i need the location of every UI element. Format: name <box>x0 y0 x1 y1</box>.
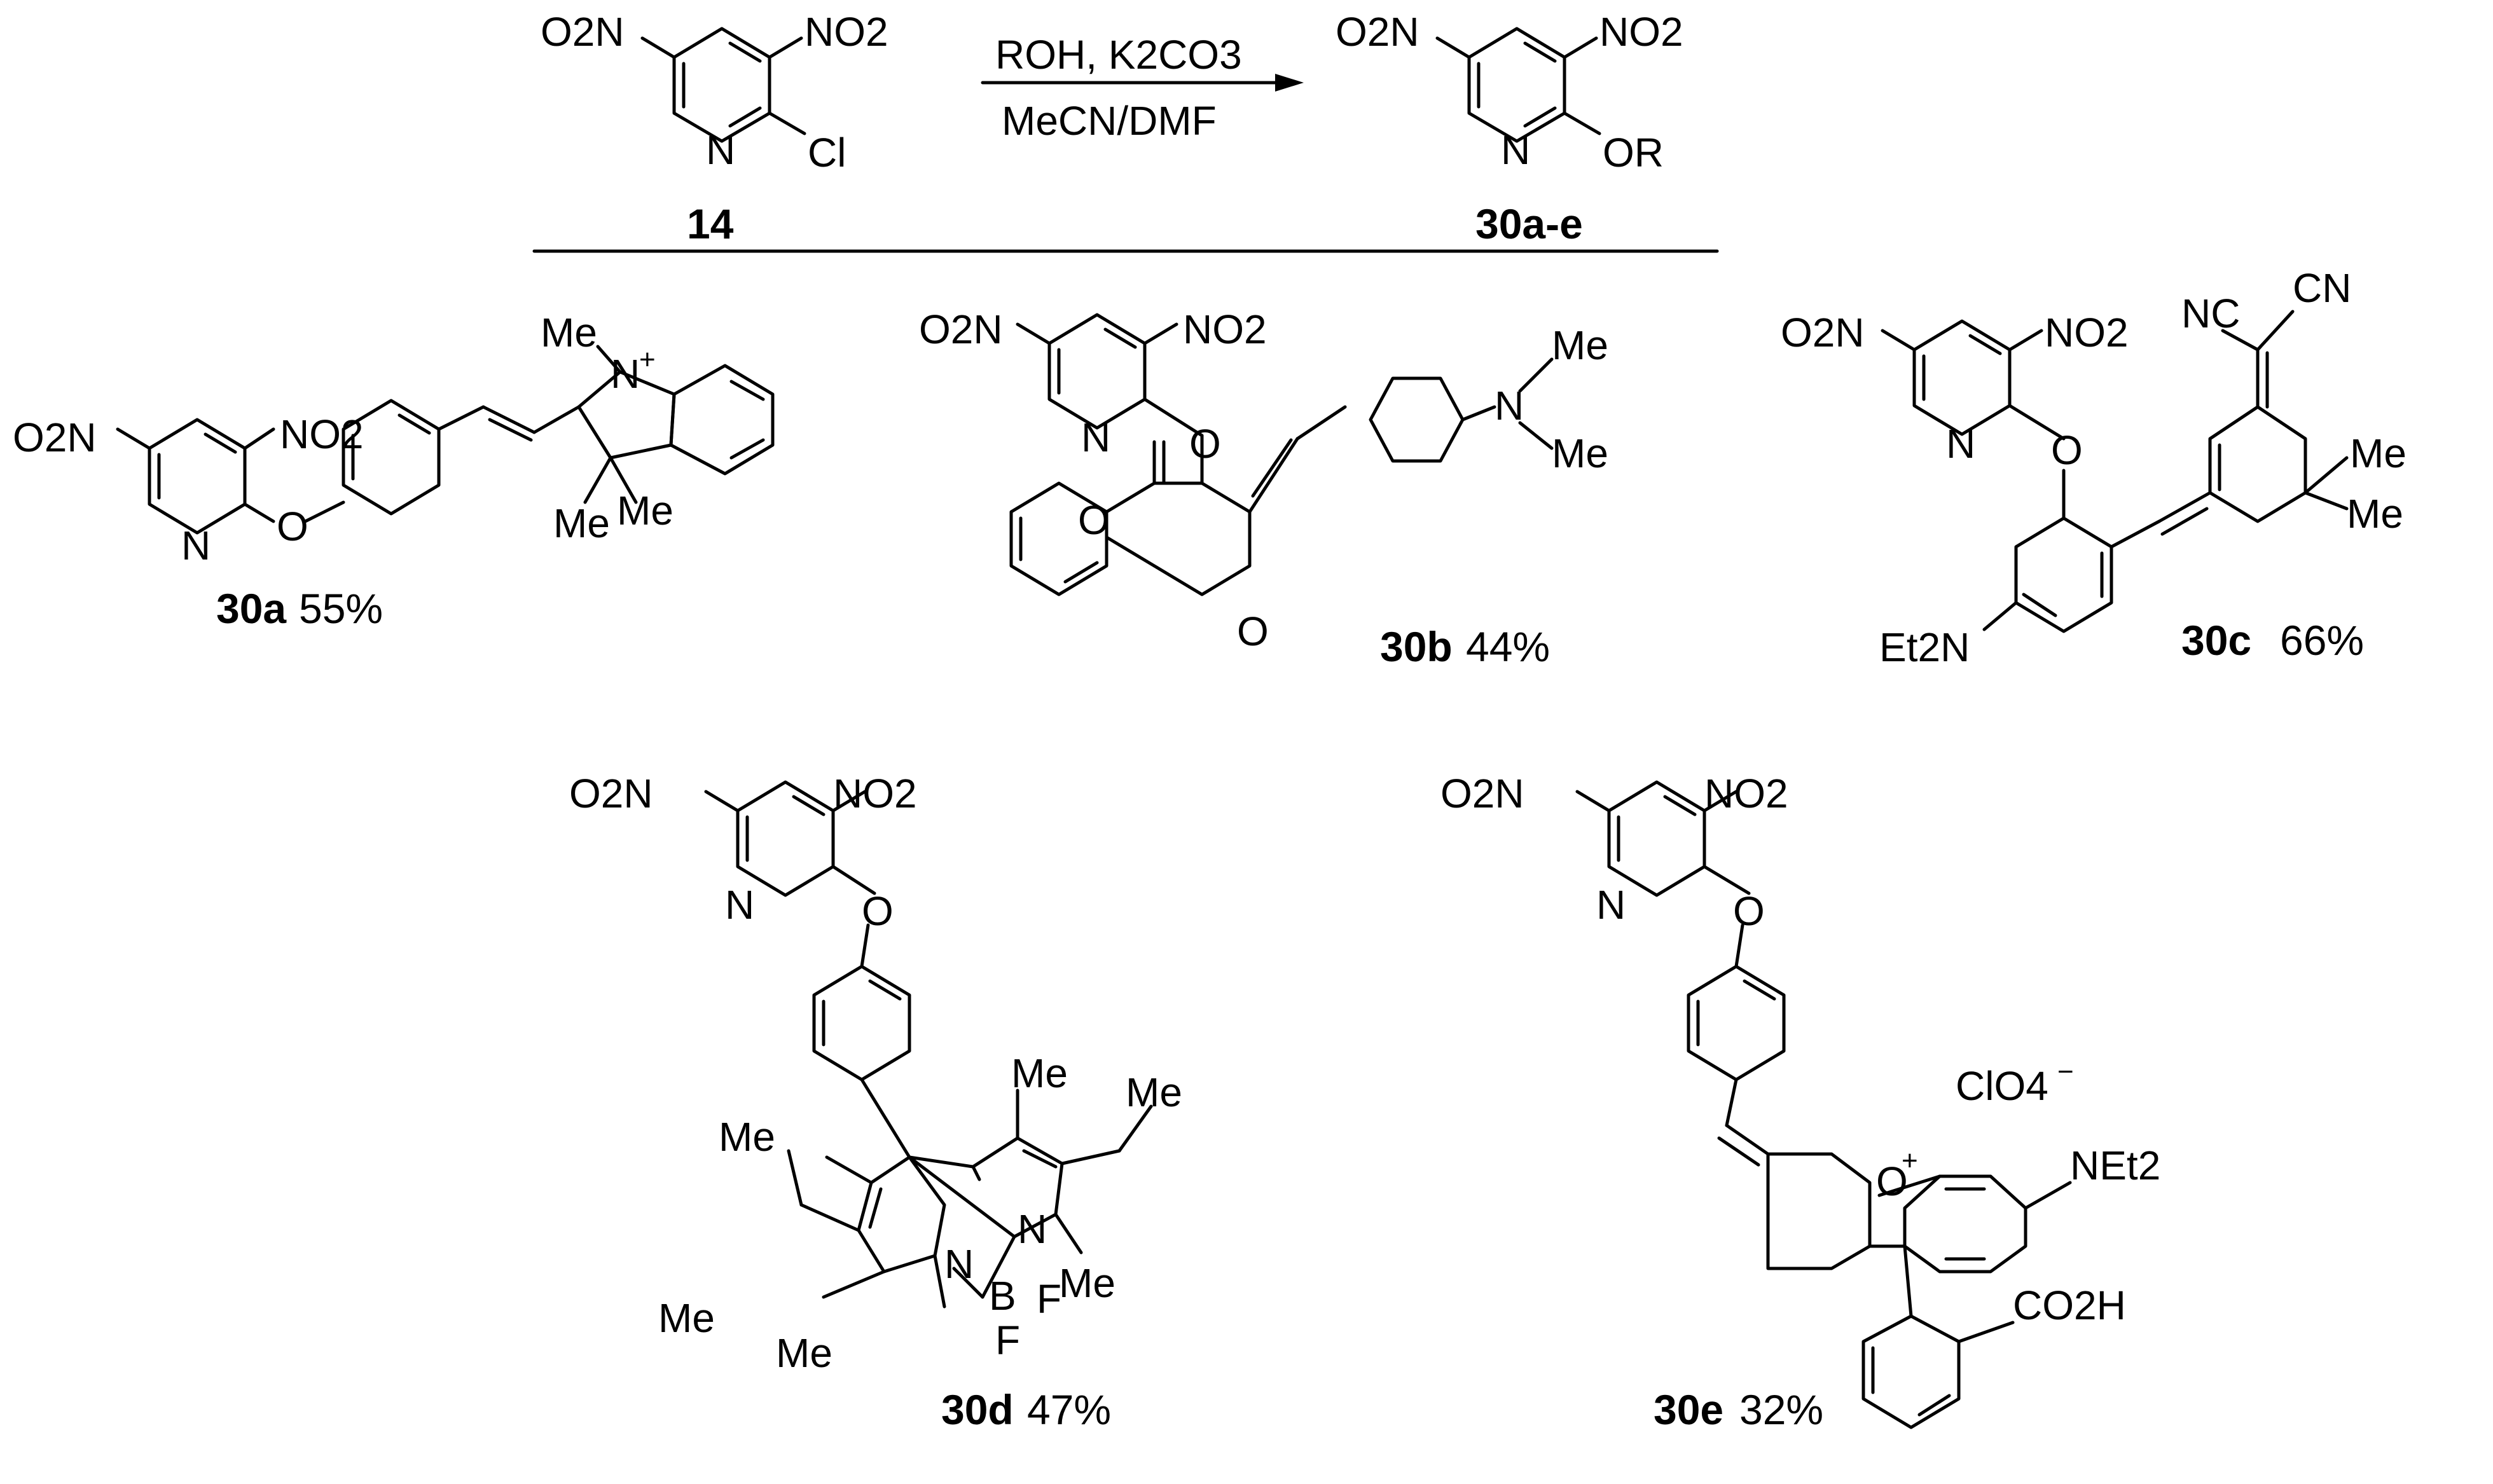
methyl-label: Me <box>776 1330 832 1376</box>
nitro-label: O2N <box>919 306 1003 352</box>
yield-label: 66% <box>2280 617 2364 664</box>
chloro-label: Cl <box>808 130 846 175</box>
compound-id: 30b <box>1380 623 1453 670</box>
methyl-label: Me <box>1059 1260 1115 1306</box>
nitro-label: O2N <box>569 771 653 816</box>
compound-30b: O2N NO2 N O O O N Me Me 30b 44% <box>919 306 1608 670</box>
chromone-o-label: O <box>1237 608 1269 654</box>
charge-minus-label: − <box>2057 1056 2074 1087</box>
compound-30d: O2N NO2 N O Me Me Me Me Me Me N N B F F … <box>569 771 1182 1433</box>
compound-id: 30e <box>1654 1386 1723 1433</box>
pyridine-n-label: N <box>1081 415 1110 460</box>
diethylamino-label: NEt2 <box>2070 1143 2160 1188</box>
perchlorate-label: ClO4 <box>1956 1063 2048 1109</box>
nitrile-label: CN <box>2293 265 2351 311</box>
nitro-label: NO2 <box>1183 306 1267 352</box>
reaction-arrow: ROH, K2CO3 MeCN/DMF <box>981 32 1304 144</box>
boron-label: B <box>989 1273 1016 1319</box>
methyl-label: Me <box>1126 1069 1182 1115</box>
pyridine-n-label: N <box>1596 882 1626 928</box>
nitro-label: O2N <box>1336 9 1419 55</box>
fluorine-label: F <box>995 1317 1020 1363</box>
compound-30c: O2N NO2 N O NC CN Me Me Et2N 30c 66% <box>1781 265 2407 670</box>
carboxylic-acid-label: CO2H <box>2013 1282 2126 1328</box>
methyl-label: Me <box>553 500 610 546</box>
compound-id: 30d <box>941 1386 1014 1433</box>
ether-o-label: O <box>2051 427 2083 473</box>
methyl-label: Me <box>541 310 597 355</box>
pyrrole-n-label: N <box>1018 1206 1047 1252</box>
product-30a-e: O2N NO2 N OR 30a-e <box>1336 9 1683 247</box>
nitrile-label: NC <box>2181 291 2240 336</box>
compound-id: 30a <box>216 585 287 632</box>
yield-label: 47% <box>1027 1386 1111 1433</box>
ether-o-label: O <box>1733 888 1765 934</box>
diethylamino-label: Et2N <box>1879 624 1970 670</box>
yield-label: 55% <box>299 585 383 632</box>
compound-30e: O2N NO2 N O ClO4 − O + NEt2 CO2H 30e 32% <box>1440 771 2160 1433</box>
pyridine-n-label: N <box>706 127 735 173</box>
methyl-label: Me <box>1011 1050 1068 1096</box>
nitro-label: NO2 <box>833 771 917 816</box>
charge-plus-label: + <box>1902 1145 1918 1176</box>
compound-14-label: 14 <box>687 200 734 247</box>
methyl-label: Me <box>719 1114 775 1160</box>
nitro-label: NO2 <box>805 9 888 55</box>
yield-label: 44% <box>1466 623 1550 670</box>
xanthylium-o-label: O <box>1876 1158 1908 1204</box>
compound-30a: O2N NO2 N O Me N + Me Me 30a 55% <box>13 310 775 632</box>
nitro-label: NO2 <box>2045 310 2129 355</box>
methyl-label: Me <box>2350 430 2407 476</box>
nitro-label: NO2 <box>1599 9 1683 55</box>
yield-label: 32% <box>1739 1386 1823 1433</box>
pyridine-n-label: N <box>725 882 754 928</box>
fluorine-label: F <box>1037 1276 1061 1322</box>
carbonyl-o-label: O <box>1078 497 1110 543</box>
indolium-n-label: N <box>611 351 640 397</box>
pyrrole-n-label: N <box>944 1241 974 1287</box>
ether-o-label: O <box>277 504 308 549</box>
pyridine-n-label: N <box>1501 127 1530 173</box>
compound-30a-e-label: 30a-e <box>1475 200 1583 247</box>
reactant-14: O2N NO2 N Cl 14 <box>541 9 888 247</box>
nitro-label: O2N <box>1781 310 1865 355</box>
ether-o-label: O <box>862 888 894 934</box>
nitro-label: O2N <box>13 415 97 460</box>
reagents-line-1: ROH, K2CO3 <box>995 32 1242 78</box>
methyl-label: Me <box>1552 430 1608 476</box>
methyl-label: Me <box>1552 322 1608 368</box>
pyridine-n-label: N <box>181 523 211 568</box>
pyridine-n-label: N <box>1946 421 1975 467</box>
nitro-label: NO2 <box>280 411 364 457</box>
alkoxy-label: OR <box>1603 130 1664 175</box>
compound-id: 30c <box>2181 617 2251 664</box>
charge-plus-label: + <box>639 344 656 375</box>
ether-o-label: O <box>1189 421 1221 467</box>
dimethylamino-n-label: N <box>1495 383 1524 429</box>
methyl-label: Me <box>617 488 673 533</box>
methyl-label: Me <box>2347 491 2403 537</box>
methyl-label: Me <box>658 1295 715 1341</box>
nitro-label: O2N <box>1440 771 1524 816</box>
nitro-label: O2N <box>541 9 625 55</box>
reagents-line-2: MeCN/DMF <box>1002 98 1217 144</box>
nitro-label: NO2 <box>1704 771 1788 816</box>
